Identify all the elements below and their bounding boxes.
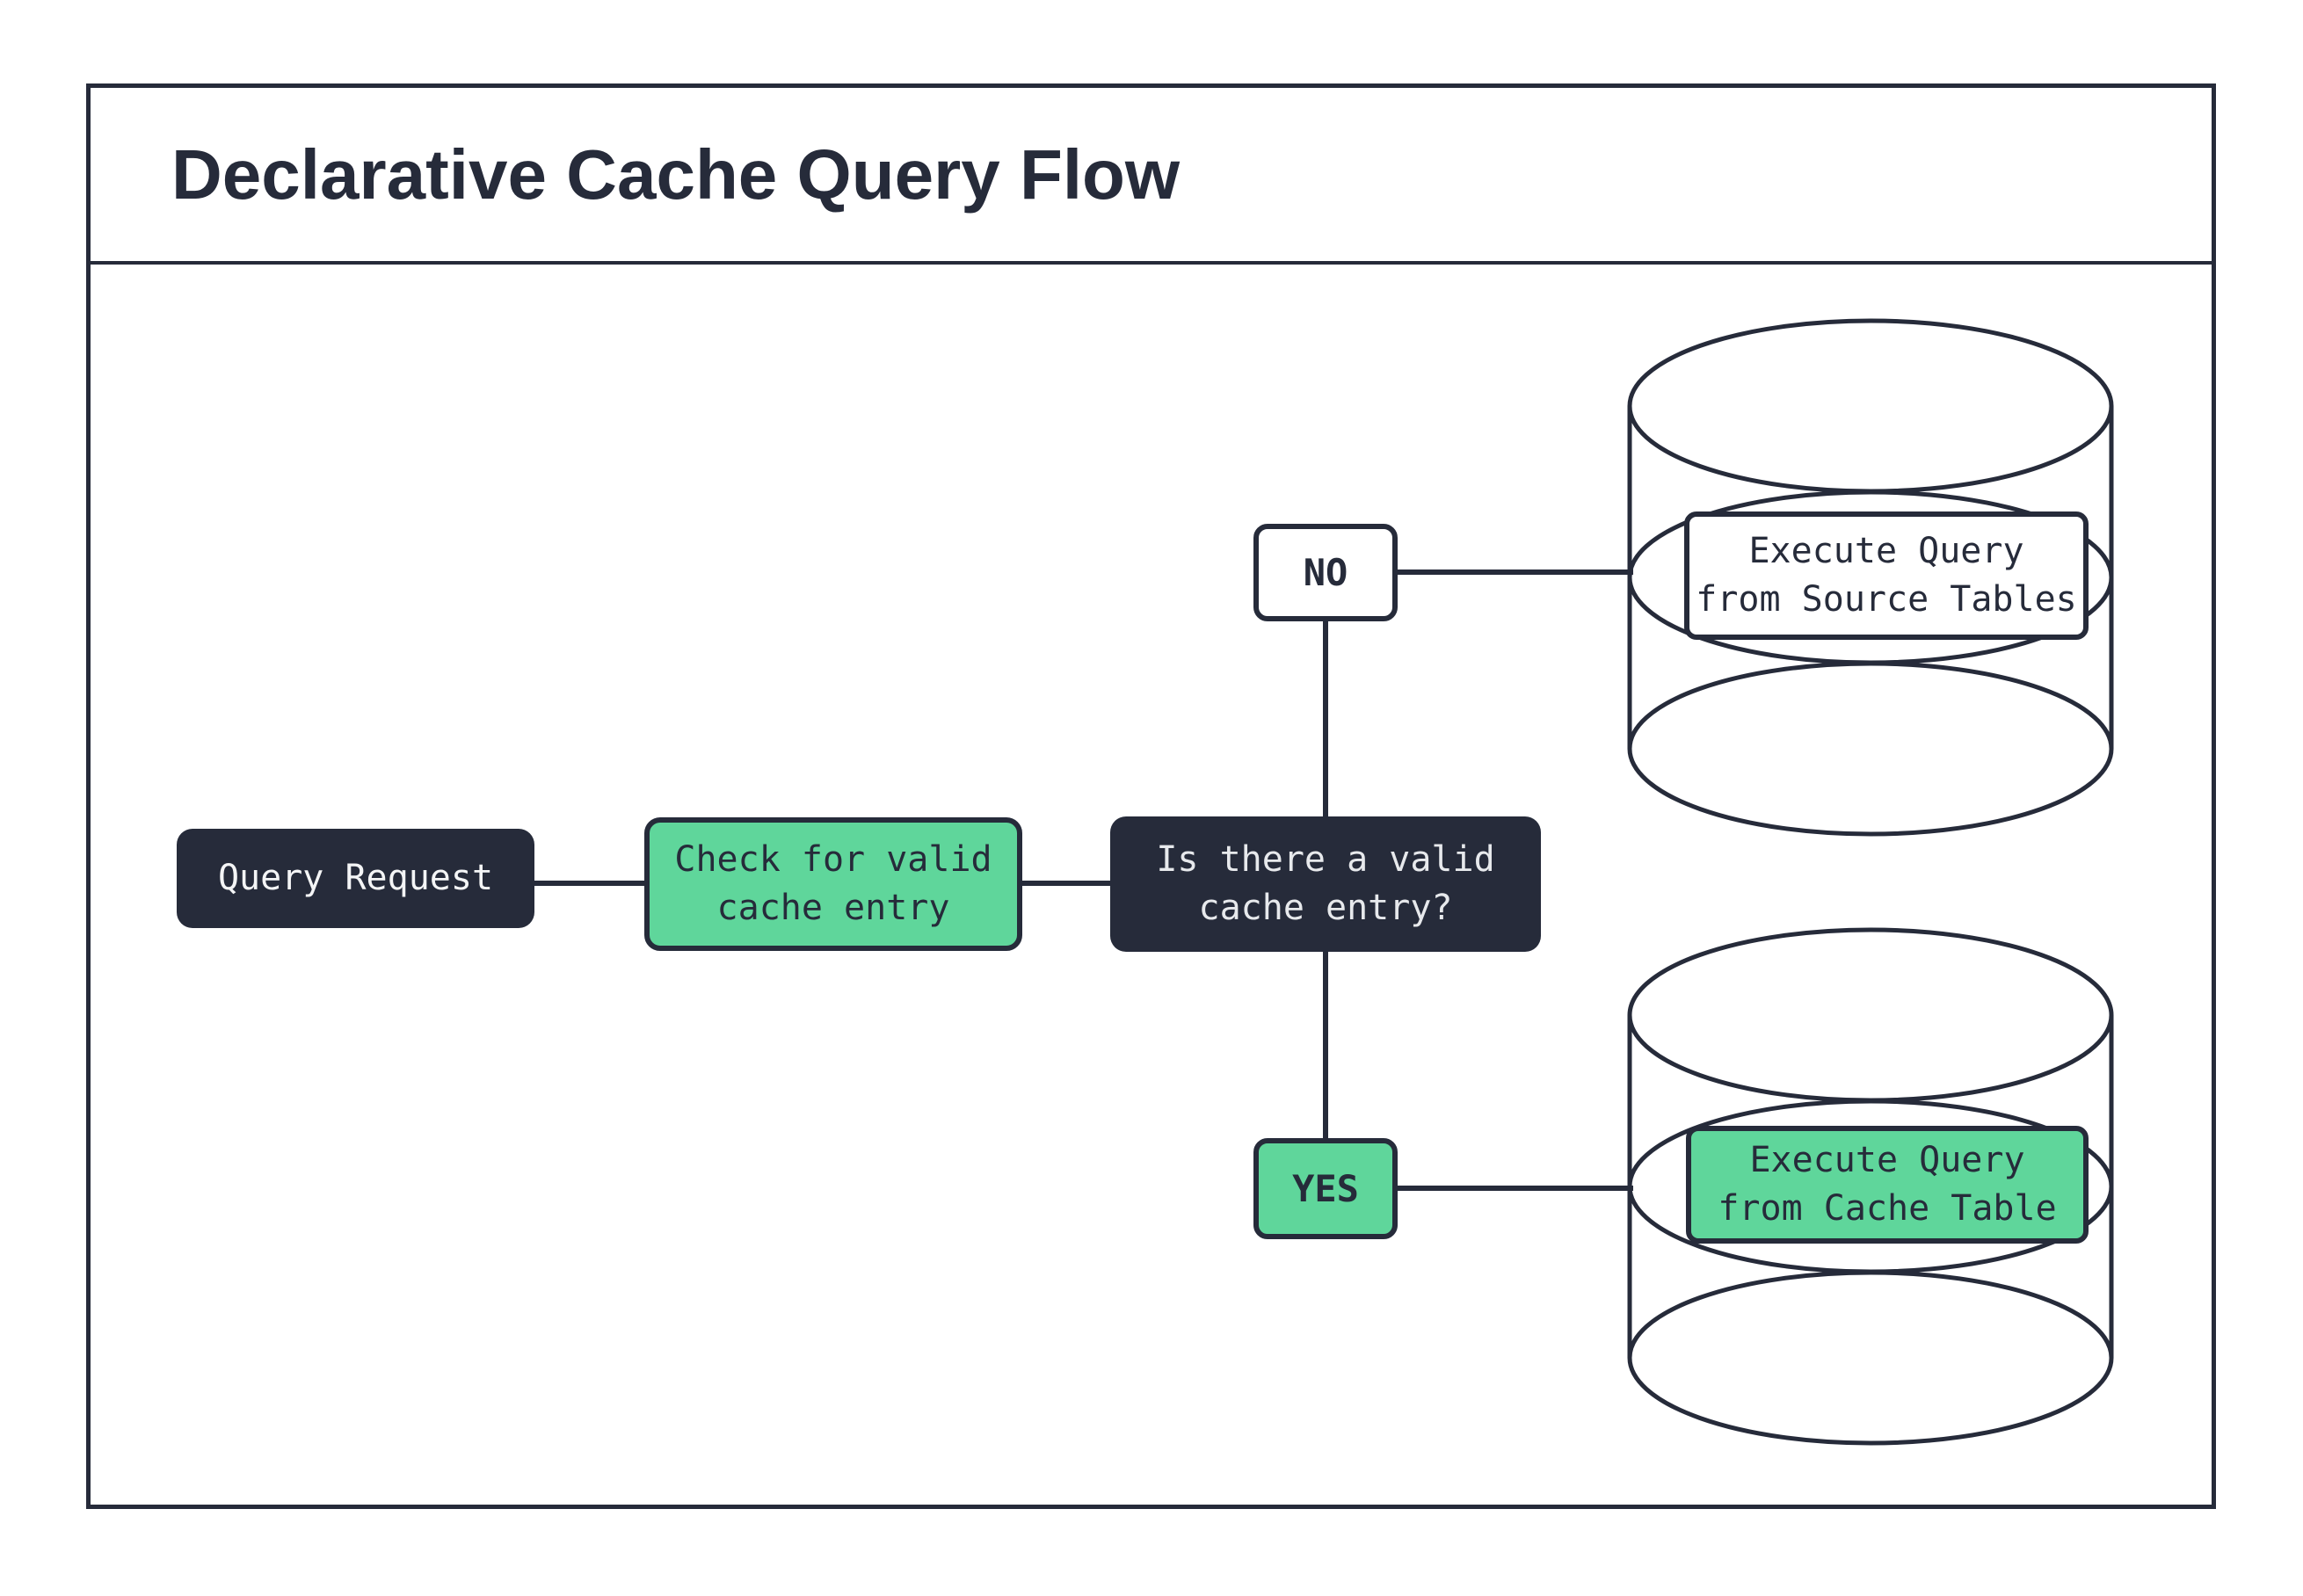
node-query-request-label: Query Request (217, 857, 494, 898)
node-execute-cache-table: Execute Query from Cache Table (1686, 1126, 2089, 1244)
database-cylinder-cache-icon (1627, 927, 2114, 1446)
node-decision-label: Is there a valid cache entry? (1156, 838, 1495, 928)
branch-no-label: NO (1303, 550, 1348, 594)
branch-yes-label: YES (1292, 1166, 1359, 1210)
node-check-cache: Check for valid cache entry (644, 817, 1022, 951)
node-branch-yes: YES (1253, 1138, 1398, 1239)
page-title: Declarative Cache Query Flow (171, 134, 1181, 214)
node-query-request: Query Request (177, 829, 534, 928)
execute-source-tables-label: Execute Query from Source Tables (1696, 530, 2077, 620)
node-decision-valid-cache: Is there a valid cache entry? (1110, 816, 1541, 952)
node-execute-source-tables: Execute Query from Source Tables (1684, 511, 2089, 640)
title-divider (91, 261, 2212, 265)
node-branch-no: NO (1253, 524, 1398, 621)
execute-cache-table-label: Execute Query from Cache Table (1718, 1139, 2057, 1229)
title-band: Declarative Cache Query Flow (91, 88, 2212, 261)
node-check-cache-label: Check for valid cache entry (674, 838, 992, 928)
database-cylinder-source-icon (1627, 318, 2114, 837)
diagram-border (86, 83, 2216, 1509)
